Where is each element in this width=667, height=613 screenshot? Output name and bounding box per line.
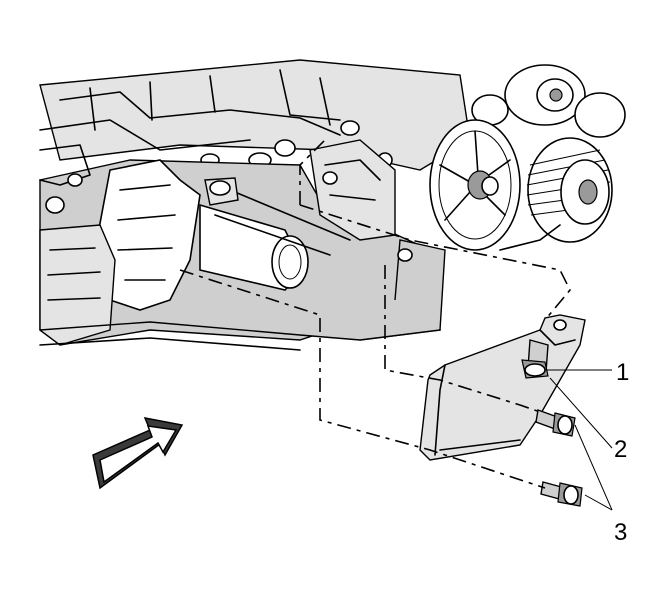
engine-assembly (39, 59, 471, 351)
view-direction-arrow-icon (92, 417, 184, 490)
bolt-upper (521, 339, 549, 379)
bolt-lower-2 (540, 481, 583, 507)
callout-2: 2 (614, 436, 627, 463)
callout-1: 1 (616, 359, 629, 386)
bracket-part (419, 314, 586, 461)
callout-3: 3 (614, 519, 627, 546)
callout-labels: 1 2 3 (614, 359, 629, 546)
bolt-lower-1 (535, 409, 576, 437)
assembly-lines (179, 139, 571, 489)
leader-lines (545, 369, 613, 511)
pulley-assembly (429, 64, 626, 251)
